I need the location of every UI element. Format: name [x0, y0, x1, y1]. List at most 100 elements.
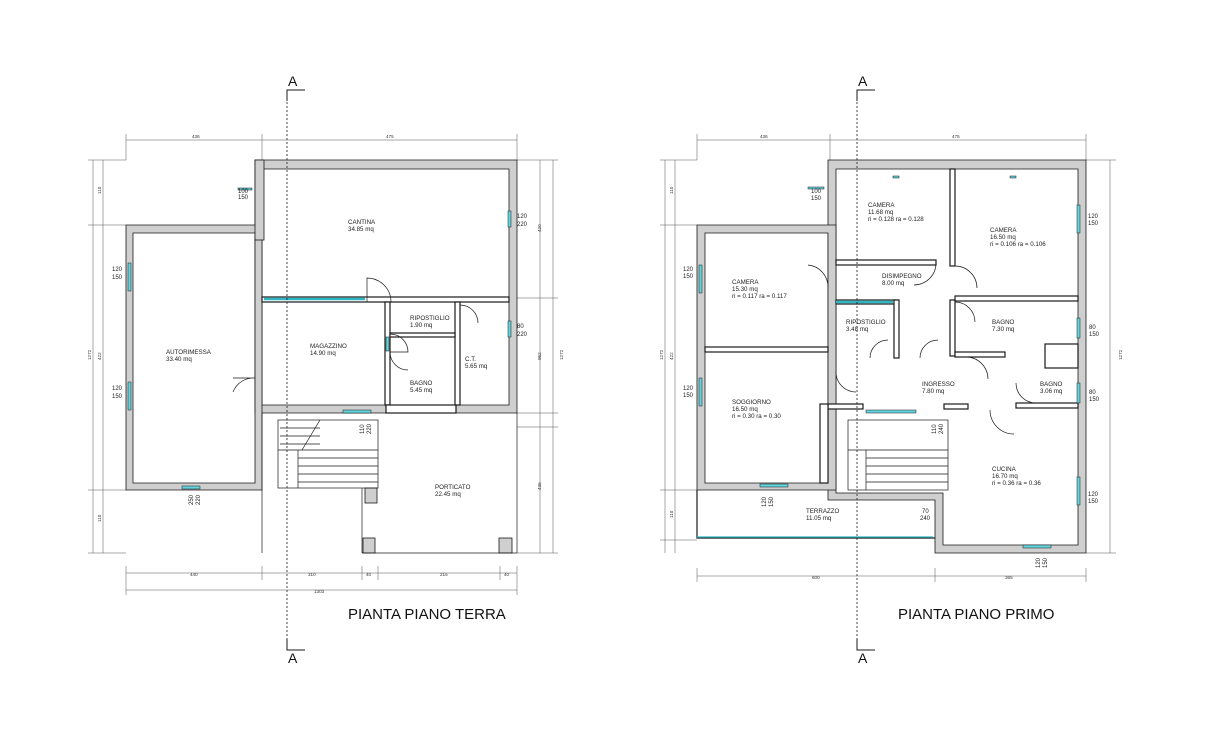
- dim-right-1: 1272: [1118, 349, 1123, 360]
- first-section-line: A A: [856, 73, 875, 666]
- room-area: 5.45 mq: [410, 387, 433, 394]
- first-window-labels: 100 150 120 150 120 150 120 150 80 150 8…: [683, 189, 1100, 568]
- room-name: INGRESSO: [922, 381, 955, 388]
- room-area: 15.30 mq: [732, 286, 758, 293]
- window-label: 100: [811, 189, 822, 195]
- first-doors: [807, 262, 1037, 435]
- room-area: 33.40 mq: [166, 356, 192, 363]
- dim-bottom-4: 215: [440, 572, 448, 577]
- dim-top-2: 475: [386, 134, 394, 139]
- window-label: 80: [1089, 325, 1096, 331]
- room-area: 16.70 mq: [992, 473, 1018, 480]
- dim-bottom-3: 40: [366, 572, 372, 577]
- ground-walls: [125, 159, 518, 554]
- section-mark-top: A: [858, 73, 868, 89]
- window-label: 120: [762, 496, 768, 507]
- dim-top-1: 436: [760, 134, 768, 139]
- room-name: RIPOSTIGLIO: [846, 319, 886, 326]
- dim-left-2: 422: [669, 352, 674, 360]
- dim-left-1: 110: [669, 186, 674, 194]
- dim-left-4: 1272: [87, 349, 92, 360]
- plan-title-first: PIANTA PIANO PRIMO: [898, 606, 1054, 623]
- window-label: 150: [769, 496, 775, 507]
- ground-windows: [127, 187, 512, 490]
- room-name: CAMERA: [990, 227, 1017, 234]
- dim-right-1: 420: [537, 224, 542, 232]
- room-ratio: ri = 0.106 ra = 0.106: [990, 241, 1046, 248]
- first-room-labels: CAMERA 11.68 mq ri = 0.128 ra = 0.128 CA…: [732, 202, 1063, 522]
- room-name: C.T.: [465, 356, 476, 363]
- room-area: 3.06 mq: [1040, 388, 1063, 395]
- room-area: 7.30 mq: [992, 326, 1015, 333]
- ground-dimension-values: 436 475 440 310 40 215 40 1303 110 422 1…: [87, 134, 564, 594]
- room-ratio: ri = 0.30 ra = 0.30: [732, 413, 781, 420]
- room-name: PORTICATO: [435, 484, 471, 491]
- window-label: 150: [1089, 397, 1100, 403]
- room-area: 3.48 mq: [846, 326, 869, 333]
- room-name: BAGNO: [410, 380, 433, 387]
- room-name: SOGGIORNO: [732, 399, 771, 406]
- room-area: 34.85 mq: [348, 226, 374, 233]
- first-dimension-lines: [660, 134, 1116, 582]
- dim-top-2: 475: [952, 134, 960, 139]
- window-label: 220: [367, 423, 373, 434]
- dim-bottom-5: 40: [504, 572, 510, 577]
- window-label: 150: [1089, 332, 1100, 338]
- room-area: 16.50 mq: [732, 406, 758, 413]
- first-floor-plan: 436 475 600 365 110 422 1272 110 1272: [659, 73, 1123, 666]
- window-label: 120: [112, 386, 123, 392]
- room-name: MAGAZZINO: [310, 343, 347, 350]
- dim-right-2: 952: [537, 352, 542, 360]
- window-label: 120: [517, 214, 528, 220]
- window-label: 150: [112, 394, 123, 400]
- dim-left-2: 422: [97, 352, 102, 360]
- room-area: 11.05 mq: [806, 515, 832, 522]
- window-label: 120: [112, 267, 123, 273]
- room-name: TERRAZZO: [806, 508, 840, 515]
- ground-dimension-lines: [88, 134, 558, 595]
- room-area: 1.90 mq: [410, 322, 433, 329]
- dim-right-total: 1272: [559, 349, 564, 360]
- window-label: 220: [196, 494, 202, 505]
- ground-window-labels: 100 150 120 220 120 150 120 150 80 220 1…: [112, 189, 528, 505]
- window-label: 120: [683, 386, 694, 392]
- window-label: 150: [811, 196, 822, 202]
- dim-right-3: 435: [537, 482, 542, 490]
- first-stairs: [847, 419, 949, 491]
- room-area: 11.68 mq: [868, 209, 894, 216]
- window-label: 150: [1088, 499, 1099, 505]
- window-label: 150: [1088, 221, 1099, 227]
- dim-bottom-1: 600: [812, 575, 820, 580]
- section-mark-bottom: A: [858, 650, 868, 666]
- window-label: 220: [517, 332, 528, 338]
- window-label: 80: [1089, 390, 1096, 396]
- room-name: AUTORIMESSA: [166, 349, 212, 356]
- window-label: 240: [920, 516, 931, 522]
- window-label: 150: [683, 393, 694, 399]
- dim-top-1: 436: [192, 134, 200, 139]
- room-name: RIPOSTIGLIO: [410, 315, 450, 322]
- window-label: 110: [360, 424, 366, 434]
- room-area: 16.50 mq: [990, 234, 1016, 241]
- window-label: 250: [189, 494, 195, 505]
- section-mark-top: A: [288, 73, 298, 89]
- window-label: 240: [939, 423, 945, 434]
- ground-floor-plan: 436 475 440 310 40 215 40 1303 110 422 1…: [87, 73, 564, 666]
- window-label: 150: [683, 274, 694, 280]
- dim-bottom-2: 365: [1005, 575, 1013, 580]
- window-label: 150: [238, 195, 249, 201]
- room-area: 22.45 mq: [435, 491, 461, 498]
- room-name: DISIMPEGNO: [882, 273, 922, 280]
- dim-bottom-total: 1303: [314, 589, 325, 594]
- window-label: 120: [1036, 557, 1042, 568]
- ground-stairs: [277, 419, 379, 489]
- dim-left-4: 110: [669, 510, 674, 518]
- room-name: CAMERA: [868, 202, 895, 209]
- dim-bottom-1: 440: [190, 572, 198, 577]
- plan-title-ground: PIANTA PIANO TERRA: [348, 606, 506, 623]
- room-area: 14.90 mq: [310, 350, 336, 357]
- window-label: 70: [922, 509, 929, 515]
- room-name: CAMERA: [732, 279, 759, 286]
- ground-room-labels: CANTINA 34.85 mq AUTORIMESSA 33.40 mq MA…: [166, 219, 488, 498]
